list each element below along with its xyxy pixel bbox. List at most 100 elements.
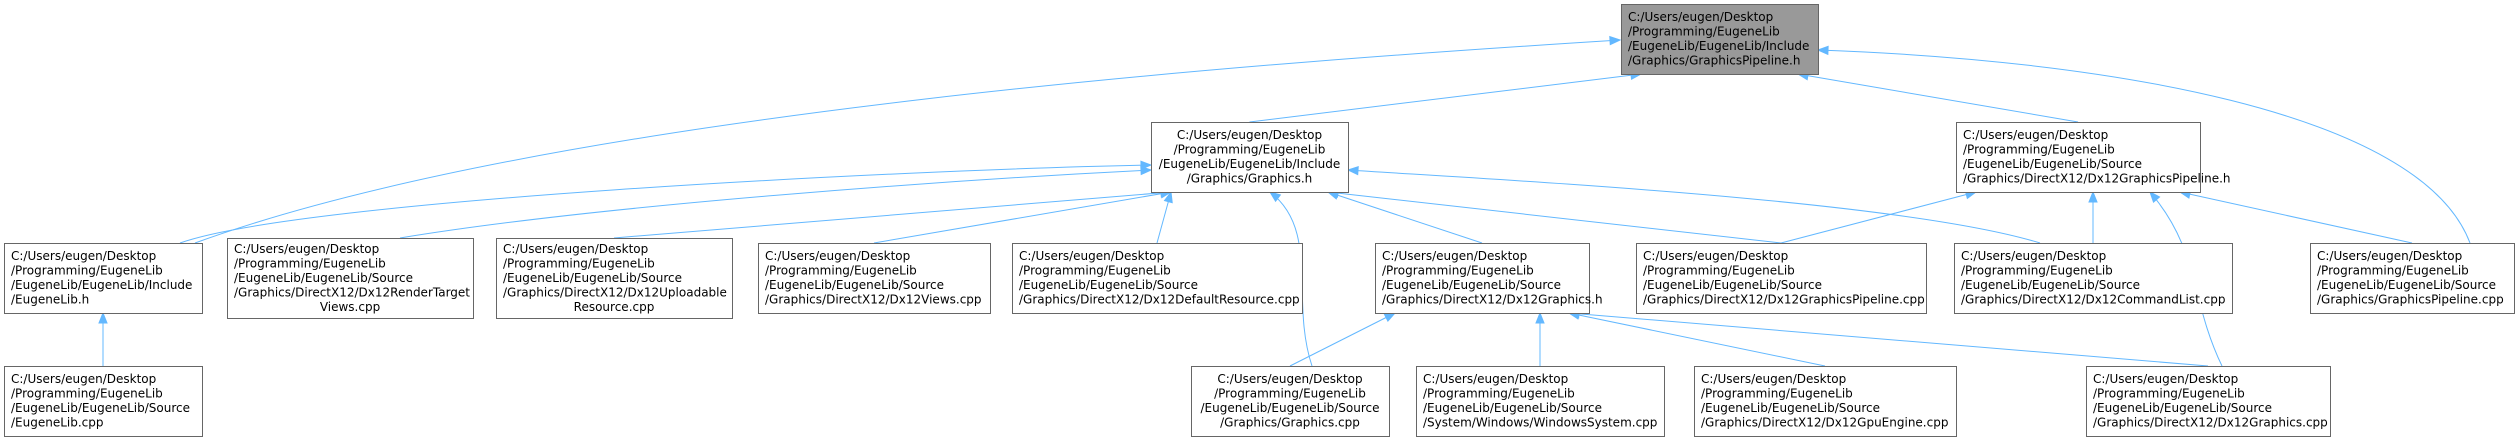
edge-eugenelib-h-to-graphics-h (179, 164, 1152, 244)
edge-graphics-h-to-root (1249, 73, 1642, 123)
node-graphics-cpp[interactable]: C:/Users/eugen/Desktop/Programming/Eugen… (1191, 366, 1390, 437)
node-eugenelib-cpp[interactable]: C:/Users/eugen/Desktop/Programming/Eugen… (4, 366, 203, 437)
node-label-line: C:/Users/eugen/Desktop (11, 249, 156, 263)
node-label-line: C:/Users/eugen/Desktop (234, 242, 379, 256)
node-box (1416, 366, 1665, 437)
arrowhead-icon (1346, 165, 1359, 176)
node-box (227, 238, 474, 319)
node-label-line: /Graphics/GraphicsPipeline.h (1628, 54, 1800, 68)
node-label-line: /Graphics/DirectX12/Dx12Uploadable (503, 285, 727, 299)
node-label-line: /Programming/EugeneLib (11, 387, 163, 401)
node-rendertarget[interactable]: C:/Users/eugen/Desktop/Programming/Eugen… (227, 238, 474, 319)
node-label-line: /Graphics/DirectX12/Dx12Graphics.h (1382, 293, 1603, 307)
node-label-line: /EugeneLib/EugeneLib/Source (765, 278, 944, 292)
node-gpuengine[interactable]: C:/Users/eugen/Desktop/Programming/Eugen… (1694, 366, 1957, 437)
arrowhead-icon (2088, 190, 2098, 203)
node-eugenelib-h[interactable]: C:/Users/eugen/Desktop/Programming/Eugen… (4, 243, 203, 314)
node-graphics-h[interactable]: C:/Users/eugen/Desktop/Programming/Eugen… (1151, 122, 1349, 193)
arrowhead-icon (1163, 190, 1173, 204)
node-label-line: /EugeneLib.h (11, 293, 89, 307)
edge-pipeline-cpp-to-dx12pipeline-h (2179, 191, 2413, 244)
edge-dx12graphics-cpp-to-dx12graphics-h (1568, 312, 2209, 367)
node-label-line: C:/Users/eugen/Desktop (2317, 249, 2462, 263)
node-label-line: /Programming/EugeneLib (765, 264, 917, 278)
node-label-line: /Programming/EugeneLib (11, 264, 163, 278)
node-label-line: /EugeneLib/EugeneLib/Source (1961, 278, 2140, 292)
node-label-line: /EugeneLib/EugeneLib/Source (1019, 278, 1198, 292)
node-label-line: /Programming/EugeneLib (1961, 264, 2113, 278)
node-label-line: /Graphics/DirectX12/Dx12GraphicsPipeline… (1963, 172, 2231, 186)
edge-commandlist-to-graphics-h (1347, 169, 2041, 244)
edge-dx12pipeline-cpp-to-dx12pipeline-h (1780, 191, 1977, 244)
node-box (1636, 243, 1927, 314)
node-label-line: /EugeneLib/EugeneLib/Include (1159, 157, 1340, 171)
node-label-line: /Programming/EugeneLib (1019, 264, 1171, 278)
node-box (1954, 243, 2233, 314)
node-dx12graphics-cpp[interactable]: C:/Users/eugen/Desktop/Programming/Eugen… (2086, 366, 2331, 437)
edge-dx12graphics-h-to-graphics-h (1327, 191, 1483, 244)
node-box (2310, 243, 2515, 314)
node-label-line: /EugeneLib.cpp (11, 416, 104, 430)
node-box (1956, 122, 2201, 193)
node-label-line: Resource.cpp (574, 300, 655, 314)
node-label-line: /EugeneLib/EugeneLib/Source (1423, 401, 1602, 415)
node-box (1375, 243, 1590, 314)
node-dx12graphics-h[interactable]: C:/Users/eugen/Desktop/Programming/Eugen… (1375, 243, 1603, 314)
edge-views-to-graphics-h (873, 191, 1172, 244)
arrowhead-icon (1535, 311, 1545, 324)
node-root[interactable]: C:/Users/eugen/Desktop/Programming/Eugen… (1621, 4, 1819, 75)
node-label-line: /Graphics/DirectX12/Dx12GpuEngine.cpp (1701, 416, 1948, 430)
node-label-line: /Programming/EugeneLib (1628, 25, 1780, 39)
node-box (1191, 366, 1390, 437)
node-label-line: /Programming/EugeneLib (1423, 387, 1575, 401)
node-dx12pipeline-h[interactable]: C:/Users/eugen/Desktop/Programming/Eugen… (1956, 122, 2231, 193)
node-label-line: Views.cpp (320, 300, 380, 314)
node-box (496, 238, 733, 319)
node-uploadable[interactable]: C:/Users/eugen/Desktop/Programming/Eugen… (496, 238, 733, 319)
node-defaultres[interactable]: C:/Users/eugen/Desktop/Programming/Eugen… (1012, 243, 1303, 314)
node-label-line: C:/Users/eugen/Desktop (1643, 249, 1788, 263)
node-label-line: /EugeneLib/EugeneLib/Source (1963, 157, 2142, 171)
arrowhead-icon (1609, 35, 1622, 46)
node-commandlist[interactable]: C:/Users/eugen/Desktop/Programming/Eugen… (1954, 243, 2233, 314)
node-label-line: /EugeneLib/EugeneLib/Source (1382, 278, 1561, 292)
node-box (1012, 243, 1303, 314)
node-label-line: /Programming/EugeneLib (503, 256, 655, 270)
edge-uploadable-to-graphics-h (613, 191, 1172, 239)
node-label-line: /Graphics/DirectX12/Dx12Graphics.cpp (2093, 416, 2328, 430)
node-label-line: C:/Users/eugen/Desktop (2093, 372, 2238, 386)
node-label-line: /Graphics/DirectX12/Dx12DefaultResource.… (1019, 293, 1300, 307)
node-label-line: /EugeneLib/EugeneLib/Source (2317, 278, 2496, 292)
node-label-line: /Graphics/DirectX12/Dx12GraphicsPipeline… (1643, 293, 1925, 307)
node-label-line: /Graphics/GraphicsPipeline.cpp (2317, 293, 2504, 307)
node-dx12pipeline-cpp[interactable]: C:/Users/eugen/Desktop/Programming/Eugen… (1636, 243, 1927, 314)
node-windowssystem[interactable]: C:/Users/eugen/Desktop/Programming/Eugen… (1416, 366, 1665, 437)
node-label-line: C:/Users/eugen/Desktop (1382, 249, 1527, 263)
arrowhead-icon (1383, 312, 1397, 322)
node-box (1151, 122, 1349, 193)
edge-eugenelib-h-to-root (194, 39, 1621, 244)
node-label-line: /Programming/EugeneLib (2093, 387, 2245, 401)
node-label-line: /Programming/EugeneLib (2317, 264, 2469, 278)
node-views[interactable]: C:/Users/eugen/Desktop/Programming/Eugen… (758, 243, 991, 314)
node-box (4, 243, 203, 314)
node-label-line: /System/Windows/WindowsSystem.cpp (1423, 416, 1657, 430)
node-label-line: /Programming/EugeneLib (1382, 264, 1534, 278)
node-label-line: /EugeneLib/EugeneLib/Source (1643, 278, 1822, 292)
node-label-line: /Programming/EugeneLib (234, 256, 386, 270)
node-box (758, 243, 991, 314)
node-label-line: /EugeneLib/EugeneLib/Source (11, 401, 190, 415)
node-label-line: C:/Users/eugen/Desktop (1963, 128, 2108, 142)
node-label-line: /EugeneLib/EugeneLib/Source (1701, 401, 1880, 415)
arrowhead-icon (98, 311, 108, 324)
node-label-line: /Programming/EugeneLib (1643, 264, 1795, 278)
node-label-line: /Programming/EugeneLib (1701, 387, 1853, 401)
nodes-layer: C:/Users/eugen/Desktop/Programming/Eugen… (4, 4, 2515, 437)
node-label-line: /EugeneLib/EugeneLib/Source (503, 271, 682, 285)
edge-dx12pipeline-h-to-root (1797, 73, 2079, 123)
node-label-line: /Programming/EugeneLib (1963, 143, 2115, 157)
arrowhead-icon (1140, 165, 1153, 176)
node-label-line: C:/Users/eugen/Desktop (1628, 10, 1773, 24)
node-pipeline-cpp[interactable]: C:/Users/eugen/Desktop/Programming/Eugen… (2310, 243, 2515, 314)
